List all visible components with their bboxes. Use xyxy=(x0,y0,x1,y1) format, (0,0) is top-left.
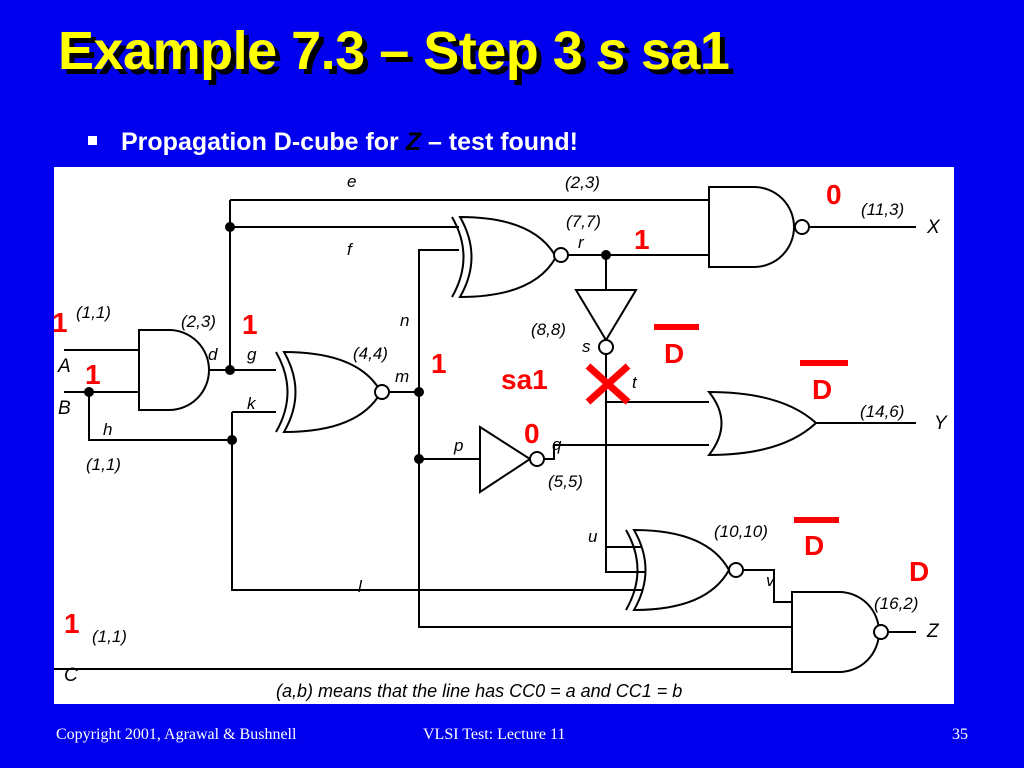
fault-label: sa1 xyxy=(501,364,548,395)
cc-label-x: (11,3) xyxy=(861,200,904,219)
title-main: Example 7.3 – Step 3 xyxy=(58,21,597,81)
wire-l xyxy=(231,412,654,591)
cc-label-v: (10,10) xyxy=(714,522,768,541)
cc-label-b: (1,1) xyxy=(86,455,121,474)
value-b: 1 xyxy=(85,359,101,390)
cc-label-e: (2,3) xyxy=(565,173,600,192)
fanout-dots xyxy=(84,222,611,464)
label-t: t xyxy=(632,373,638,392)
nor-gate-v xyxy=(625,528,744,612)
label-k: k xyxy=(247,394,257,413)
output-z-label: Z xyxy=(926,621,940,642)
input-c-label: C xyxy=(64,665,78,686)
slide-title: Example 7.3 – Step 3 s sa1 xyxy=(58,21,730,81)
label-g: g xyxy=(247,345,257,364)
logic-values: 0 1 1 1 1 1 0 1 D D D D sa1 xyxy=(54,179,929,639)
value-a: 1 xyxy=(54,307,68,338)
input-b-label: B xyxy=(58,398,71,419)
footer-page-number: 35 xyxy=(952,726,968,743)
value-t: D xyxy=(812,374,832,405)
label-m: m xyxy=(395,367,409,386)
bullet-square-icon xyxy=(88,135,97,145)
fanout-dot-m xyxy=(414,387,424,397)
footer-lecture: VLSI Test: Lecture 11 xyxy=(423,726,566,743)
line-labels: e f d g n k m h r s t p q u v l xyxy=(103,172,776,596)
label-n: n xyxy=(400,311,409,330)
wire-n xyxy=(418,249,799,628)
label-f: f xyxy=(347,240,354,259)
value-n: 1 xyxy=(431,348,447,379)
not-gate-q xyxy=(479,425,545,494)
value-d: 1 xyxy=(242,309,258,340)
cc-label-r: (7,7) xyxy=(566,212,601,231)
circuit-figure: e f d g n k m h r s t p q u v l A B C X … xyxy=(54,167,954,704)
or-gate-y xyxy=(706,390,818,457)
not-gate-s xyxy=(574,289,638,355)
nor-gate-r xyxy=(451,215,569,299)
label-p: p xyxy=(453,436,463,455)
cc-label-q: (5,5) xyxy=(548,472,583,491)
wire-v xyxy=(744,569,799,603)
label-e: e xyxy=(347,172,356,191)
value-z: D xyxy=(909,556,929,587)
label-q: q xyxy=(552,435,562,454)
wire-h xyxy=(88,392,232,441)
wire-r-trunk xyxy=(566,254,679,573)
circuit-diagram: e f d g n k m h r s t p q u v l A B C X … xyxy=(54,172,948,701)
title-tail: sa1 xyxy=(626,21,730,81)
fanout-dot-d xyxy=(225,365,235,375)
label-h: h xyxy=(103,420,112,439)
value-q: 0 xyxy=(524,418,540,449)
cc-label-a: (1,1) xyxy=(76,303,111,322)
output-x-label: X xyxy=(926,217,941,238)
cc-label-d: (2,3) xyxy=(181,312,216,331)
cc-labels: (1,1) (2,3) (1,1) (2,3) (7,7) (4,4) (8,8… xyxy=(76,173,918,646)
fanout-dot-r xyxy=(601,250,611,260)
value-v: D xyxy=(804,530,824,561)
output-y-label: Y xyxy=(934,413,948,434)
value-s: D xyxy=(664,338,684,369)
bullet-text-signal: Z xyxy=(405,128,422,156)
nand-gate-x xyxy=(708,186,810,268)
cc-label-m: (4,4) xyxy=(353,344,388,363)
bullet-text-post: – test found! xyxy=(421,128,578,156)
fault-x-icon xyxy=(585,363,631,405)
fanout-dot-h xyxy=(227,435,237,445)
value-c: 1 xyxy=(64,608,80,639)
and-gate-d xyxy=(138,329,210,411)
value-x-out: 0 xyxy=(826,179,842,210)
cc-label-c: (1,1) xyxy=(92,627,127,646)
label-s: s xyxy=(582,337,591,356)
title-signal: s xyxy=(596,21,627,81)
cc-legend-note: (a,b) means that the line has CC0 = a an… xyxy=(276,681,682,701)
cc-label-y: (14,6) xyxy=(860,402,904,421)
bullet-text-pre: Propagation D-cube for xyxy=(121,128,406,156)
io-labels: A B C X Y Z xyxy=(57,217,948,686)
label-l: l xyxy=(358,577,363,596)
fanout-dot-p xyxy=(414,454,424,464)
cc-label-z: (16,2) xyxy=(874,594,918,613)
footer-copyright: Copyright 2001, Agrawal & Bushnell xyxy=(56,726,297,743)
label-r: r xyxy=(578,233,585,252)
label-d: d xyxy=(208,345,218,364)
cc-label-s: (8,8) xyxy=(531,320,566,339)
fanout-dot-e xyxy=(225,222,235,232)
bullet-item: Propagation D-cube for Z – test found! xyxy=(88,128,578,157)
nand-gate-z xyxy=(791,591,889,673)
label-v: v xyxy=(766,571,776,590)
nor-gate-m xyxy=(275,350,390,434)
input-a-label: A xyxy=(57,356,71,377)
label-u: u xyxy=(588,527,598,546)
fanout-dot-b xyxy=(84,387,94,397)
value-r: 1 xyxy=(634,224,650,255)
